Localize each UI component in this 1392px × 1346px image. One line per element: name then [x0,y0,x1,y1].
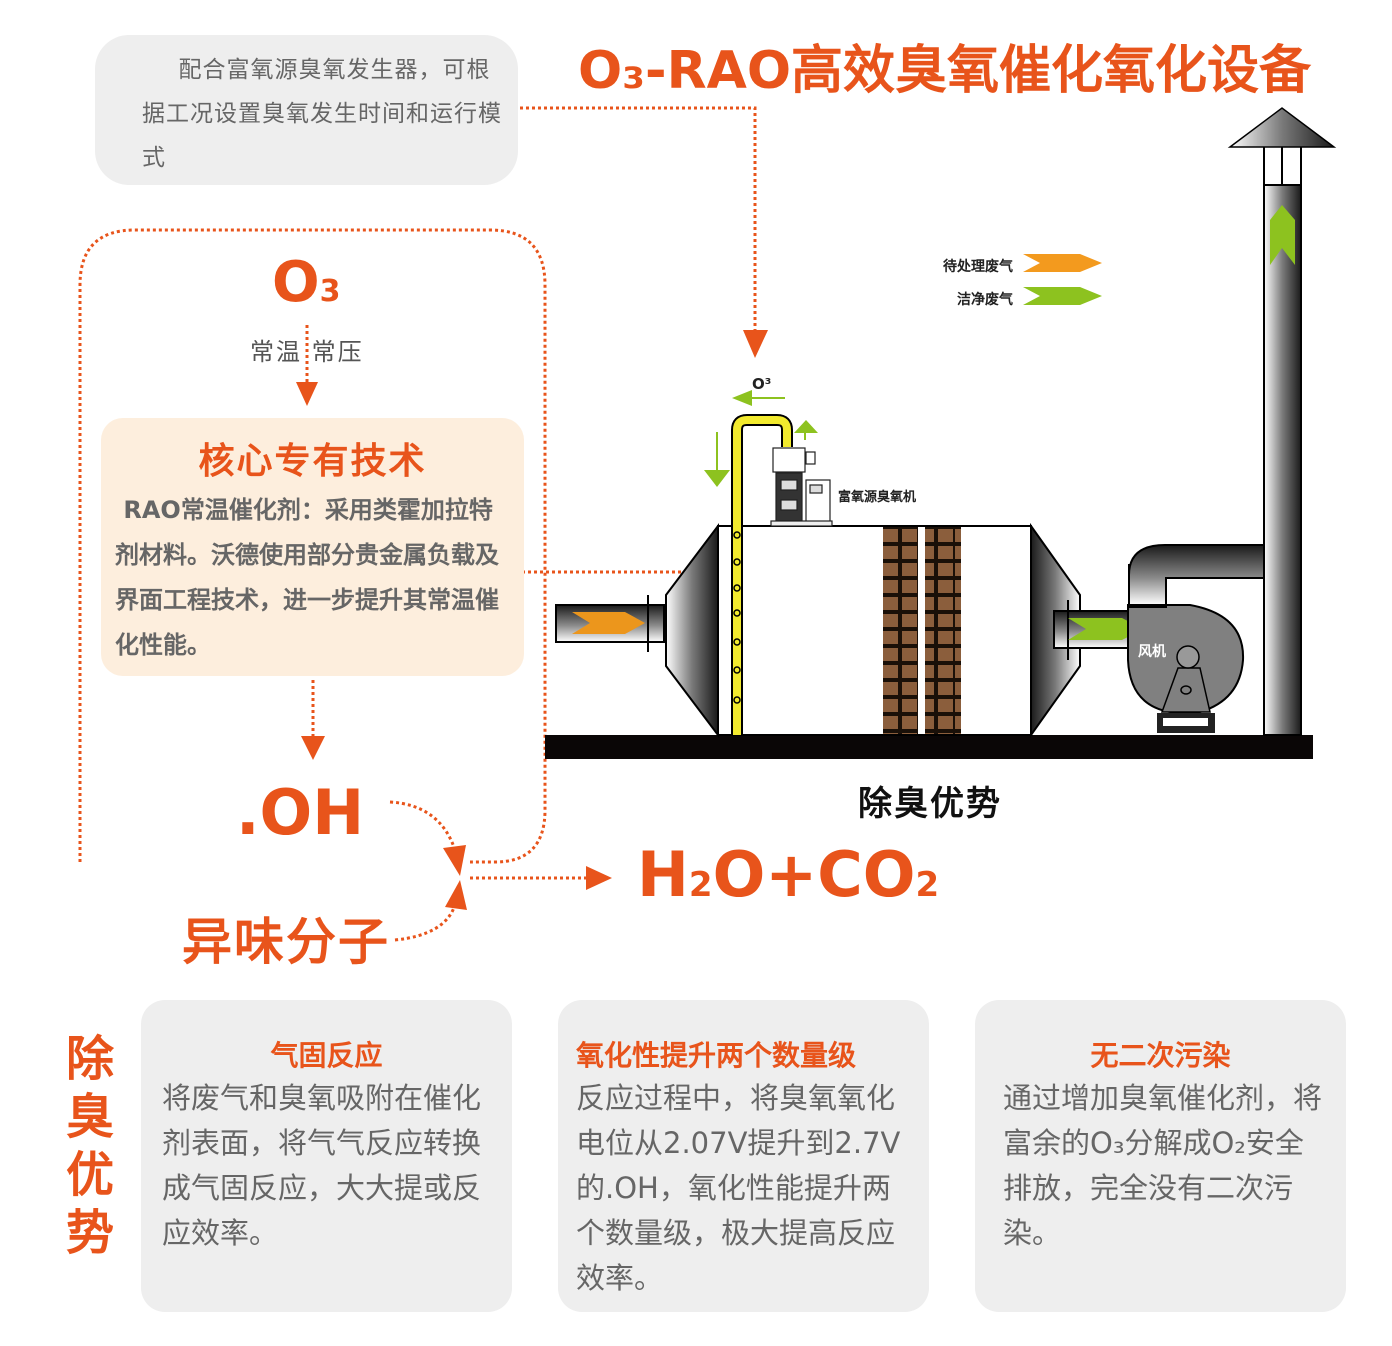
core-technology-box [101,418,524,676]
callout-connector-line [520,106,757,338]
stack-up-arrow-icon [1270,205,1295,265]
catalyst-bed-1 [883,527,918,734]
exhaust-stack [1263,184,1302,736]
product-co-sub: 2 [915,865,940,905]
legend-arrow-clean [1023,287,1102,305]
main-title: O₃-RAO高效臭氧催化氧化设备 [578,41,1312,101]
process-frame [78,228,547,864]
product-h: H [637,838,689,911]
junction-to-product-arrowhead [586,866,612,890]
oh-curve-arrowhead [443,845,466,876]
ozone-symbol: O [272,250,320,315]
equipment-caption: 除臭优势 [858,784,1002,824]
core-down-arrowhead [301,736,325,760]
inlet-gas-arrow [572,612,645,634]
advantage-body: 反应过程中，将臭氧氧化电位从2.07V提升到2.7V的.OH，氧化性能提升两个数… [576,1081,901,1295]
ozone-generator-machine [770,447,833,527]
advantage-card-gas-solid [141,1000,512,1312]
product-h-sub: 2 [688,865,713,905]
o3-down-arrowhead [296,382,318,406]
ozone-nozzles [733,531,741,704]
legend-label-clean: 洁净废气 [957,292,1013,308]
legend-label-untreated: 待处理废气 [943,259,1013,275]
catalyst-bed-2 [925,527,961,734]
fan-motor-icon [1176,645,1200,669]
odor-curve-arrowhead [445,880,467,910]
advantage-card-no-pollution [975,1000,1346,1312]
core-technology-text: RAO常温催化剂：采用类霍加拉特剂材料。沃德使用部分贵金属负载及界面工程技术，进… [115,488,515,668]
core-technology-text-content: RAO常温催化剂：采用类霍加拉特剂材料。沃德使用部分贵金属负载及界面工程技术，进… [115,496,499,659]
callout-text-content: 配合富氧源臭氧发生器，可根据工况设置臭氧发生时间和运行模式 [142,57,502,171]
legend-arrow-untreated [1023,254,1102,272]
advantage-body: 通过增加臭氧催化剂，将富余的O₃分解成O₂安全排放，完全没有二次污染。 [1003,1081,1323,1250]
fan-stand [1160,667,1211,713]
callout-text: 配合富氧源臭氧发生器，可根据工况设置臭氧发生时间和运行模式 [142,48,502,180]
advantages-side-title: 除臭优势 [65,1031,114,1261]
outlet-gas-arrow [1068,618,1143,640]
fan-label: 风机 [1138,644,1166,660]
ozone-pipe-label: O³ [752,375,772,393]
advantage-body: 将废气和臭氧吸附在催化剂表面，将气气反应转换成气固反应，大大提或反应效率。 [162,1081,482,1250]
product-o-co: O+CO [712,838,916,911]
stack-cap [1227,107,1337,148]
advantage-card-oxidation [558,1000,929,1312]
advantage-title: 无二次污染 [1090,1039,1231,1072]
advantage-title: 氧化性提升两个数量级 [576,1039,857,1072]
inlet-hood [665,523,719,738]
ozone-generator-callout [95,35,518,185]
ozone-subscript: 3 [319,274,341,309]
odor-curve [394,904,457,942]
ozone-label: O3 [272,250,340,315]
odor-molecule-label: 异味分子 [182,913,390,971]
conditions-label: 常温 常压 [250,338,364,366]
hydroxyl-label: .OH [236,776,365,849]
base-slab [545,735,1313,759]
advantage-title: 气固反应 [270,1039,383,1072]
reactor-chamber [717,525,1032,736]
product-label: H2O+CO2 [637,838,939,911]
ozone-generator-label: 富氧源臭氧机 [838,490,917,505]
core-technology-title: 核心专有技术 [198,441,427,482]
oh-curve [389,800,457,851]
callout-connector-arrowhead [743,330,768,358]
